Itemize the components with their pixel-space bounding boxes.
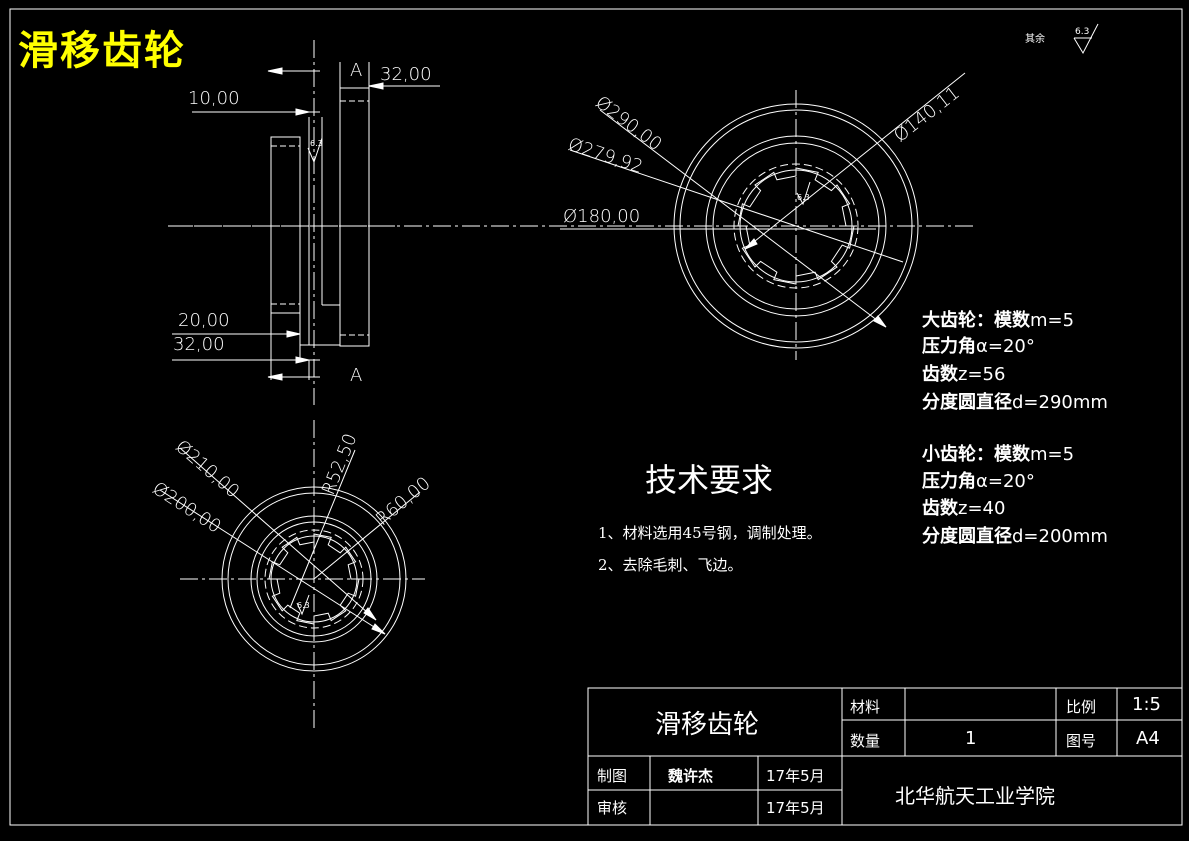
tb-material-label: 材料 [850,698,881,716]
dim-bottom-2: 32,00 [173,334,225,355]
small-pitch-value: d=200mm [1012,526,1108,547]
tb-sheet-label: 图号 [1066,732,1097,750]
large-teeth-value: z=56 [958,364,1006,385]
small-module-label: 小齿轮：模数 [922,444,1030,465]
small-teeth-row: 齿数z=40 [922,494,1005,520]
small-module-row: 小齿轮：模数m=5 [922,440,1074,466]
tb-drawn-label: 制图 [597,767,628,785]
small-pressure-row: 压力角α=20° [922,467,1035,493]
large-pitch-value: d=290mm [1012,392,1108,413]
title-block-grid [587,687,1183,826]
surface-finish-value: 6.3 [1075,27,1090,37]
tb-scale-label: 比例 [1066,698,1097,716]
large-pitch-label: 分度圆直径 [922,392,1012,413]
tb-part-name: 滑移齿轮 [655,710,760,740]
drawing-border [9,8,1183,826]
spline-bore [737,167,855,285]
tb-drawn-by: 魏许杰 [668,767,714,785]
tb-quantity-label: 数量 [850,732,881,750]
small-pitch-label: 分度圆直径 [922,526,1012,547]
dim-top-right: 32,00 [380,64,432,85]
tb-school: 北华航天工业学院 [895,784,1055,808]
large-gear-view [172,72,975,360]
tb-scale-value: 1:5 [1132,694,1161,715]
small-pressure-label: 压力角 [922,471,976,492]
large-teeth-label: 齿数 [922,364,958,385]
dim-top-left: 10,00 [188,88,240,109]
dia-hub-large: Ø180,00 [563,206,641,227]
spline-bore [268,533,360,625]
section-label-bottom: A [350,365,363,386]
tb-drawn-date: 17年5月 [766,767,825,785]
large-pressure-value: α=20° [976,336,1035,357]
large-pitch-row: 分度圆直径d=290mm [922,388,1108,414]
large-pressure-label: 压力角 [922,336,976,357]
roughness-mark-side: 6.3 [310,139,323,148]
tb-sheet-value: A4 [1136,728,1160,749]
small-module-value: m=5 [1030,444,1075,465]
drawing-title: 滑移齿轮 [18,27,186,74]
large-module-row: 大齿轮：模数m=5 [922,306,1074,332]
small-gear-view [159,420,425,730]
large-module-value: m=5 [1030,310,1075,331]
section-label-top: A [350,60,363,81]
large-pressure-row: 压力角α=20° [922,332,1035,358]
dim-bottom-1: 20,00 [178,310,230,331]
tb-checked-date: 17年5月 [766,799,825,817]
side-section-view [168,40,440,405]
surface-finish-label: 其余 [1025,34,1045,45]
roughness-mark-large: 6.3 [797,193,810,202]
large-module-label: 大齿轮：模数 [922,310,1030,331]
tech-requirement-2: 2、去除毛刺、飞边。 [598,556,743,574]
large-teeth-row: 齿数z=56 [922,360,1005,386]
surface-finish-symbol [1073,23,1099,55]
small-pitch-row: 分度圆直径d=200mm [922,522,1108,548]
tb-checked-label: 审核 [597,799,628,817]
tech-requirement-1: 1、材料选用45号钢，调制处理。 [598,524,822,542]
small-pressure-value: α=20° [976,471,1035,492]
roughness-mark-small: 6.3 [297,601,310,610]
small-teeth-value: z=40 [958,498,1006,519]
small-teeth-label: 齿数 [922,498,958,519]
tech-requirements-title: 技术要求 [645,461,774,499]
tb-quantity-value: 1 [965,728,977,749]
